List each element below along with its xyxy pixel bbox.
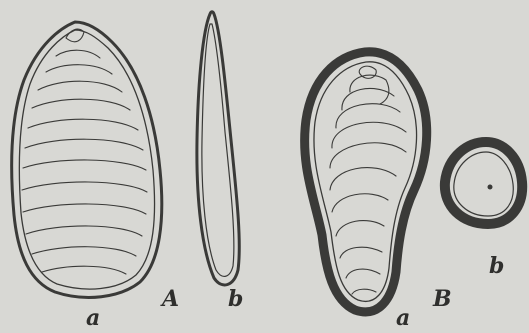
label-group-a: A <box>162 288 179 310</box>
label-specimen-b-view-b: b <box>489 255 504 277</box>
label-specimen-a-view-a: a <box>86 307 100 329</box>
specimen-a-front-view <box>12 22 162 297</box>
label-specimen-a-view-b: b <box>228 288 243 310</box>
label-specimen-b-view-a: a <box>396 307 410 329</box>
center-dot <box>488 185 493 190</box>
label-group-b: B <box>433 288 452 310</box>
specimen-a-side-view <box>197 12 239 285</box>
specimen-b-section-view <box>445 142 522 224</box>
specimen-b-front-view <box>305 52 427 312</box>
